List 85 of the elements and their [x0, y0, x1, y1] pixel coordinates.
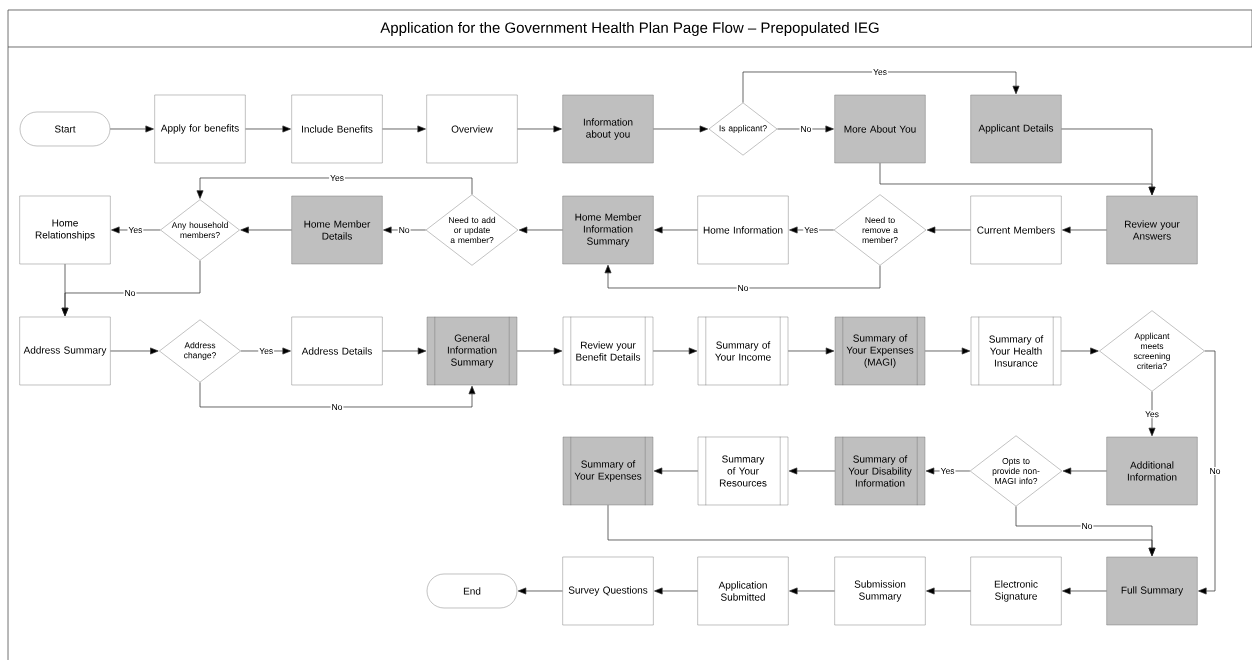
arrow: [109, 125, 154, 133]
arrow: [787, 347, 835, 355]
process-box: Application Submitted: [697, 556, 789, 626]
process-box: Address Details: [291, 316, 383, 386]
arrow: [1062, 587, 1107, 595]
arrow: [653, 467, 699, 475]
arrow: [240, 226, 292, 234]
process-box: Review your Answers: [1106, 195, 1198, 265]
arrow: [1062, 467, 1107, 475]
arrow: [245, 125, 291, 133]
edge-label: No: [799, 125, 813, 133]
edge-label: No: [1208, 467, 1222, 475]
arrow: [110, 347, 159, 355]
edge-label: Yes: [803, 226, 820, 234]
process-box: Information about you: [562, 94, 654, 164]
arrow: [604, 264, 881, 289]
arrow: [926, 587, 971, 595]
arrow: [1198, 350, 1216, 595]
subprocess-box: Summary of Your Expenses: [562, 436, 654, 506]
process-box: Home Information: [697, 195, 789, 265]
arrow: [383, 226, 427, 234]
process-box: Survey Questions: [562, 556, 654, 626]
edge-label: Yes: [1144, 410, 1160, 419]
edge-label: No: [736, 284, 750, 292]
arrow: [742, 71, 1020, 103]
arrow: [516, 347, 563, 355]
arrow: [652, 347, 698, 355]
process-box: Home Relationships: [19, 195, 111, 265]
arrow: [111, 226, 161, 234]
arrow: [654, 587, 698, 595]
process-box: Applicant Details: [970, 94, 1062, 164]
arrow: [1148, 391, 1156, 437]
arrow: [789, 226, 835, 234]
arrow: [654, 226, 698, 234]
arrow: [925, 467, 971, 475]
edge-label: Yes: [939, 467, 956, 475]
subprocess-box: Review your Benefit Details: [562, 316, 654, 386]
arrow: [1060, 347, 1099, 355]
arrow: [517, 125, 562, 133]
arrow: [1062, 226, 1107, 234]
arrow: [518, 226, 563, 234]
subprocess-box: Summary of Your Resources: [697, 436, 789, 506]
subprocess-box: Summary of Your Income: [697, 316, 789, 386]
arrow: [240, 347, 291, 355]
terminator: End: [426, 573, 518, 609]
edge-label: Yes: [127, 226, 144, 234]
edge-label: No: [397, 226, 411, 234]
edge-label: No: [1080, 522, 1094, 530]
process-box: Home Member Details: [291, 195, 383, 265]
subprocess-box: Summary of Your Expenses (MAGI): [834, 316, 926, 386]
arrow: [924, 347, 971, 355]
arrow: [607, 504, 1156, 557]
process-box: Submission Summary: [834, 556, 926, 626]
process-box: Additional Information: [1106, 436, 1198, 506]
edge-label: No: [123, 289, 137, 297]
arrow: [517, 587, 563, 595]
arrow: [196, 177, 473, 199]
arrow: [61, 263, 69, 317]
edge-label: Yes: [329, 174, 345, 182]
title-bar: Application for the Government Health Plan Page Flow – Prepopulated IEG: [7, 9, 1252, 48]
edge-label: Yes: [258, 347, 275, 355]
terminator: Start: [19, 111, 111, 147]
process-box: Overview: [426, 94, 518, 164]
subprocess-box: General Information Summary: [426, 316, 518, 386]
arrow: [788, 467, 836, 475]
process-box: Include Benefits: [291, 94, 383, 164]
arrow: [926, 226, 971, 234]
arrow: [382, 125, 426, 133]
process-box: Home Member Information Summary: [562, 195, 654, 265]
process-box: Address Summary: [19, 316, 111, 386]
arrow: [777, 125, 834, 133]
subprocess-box: Summary of Your Health Insurance: [970, 316, 1062, 386]
process-box: Current Members: [970, 195, 1062, 265]
edge-label: Yes: [872, 68, 888, 76]
edge-label: No: [330, 403, 344, 411]
process-box: Apply for benefits: [154, 94, 246, 164]
arrow: [1061, 128, 1156, 196]
arrow: [789, 587, 835, 595]
arrow: [653, 125, 709, 133]
subprocess-box: Summary of Your Disability Information: [834, 436, 926, 506]
arrow: [199, 382, 476, 408]
process-box: Full Summary: [1106, 556, 1198, 626]
process-box: More About You: [834, 94, 926, 164]
process-box: Electronic Signature: [970, 556, 1062, 626]
arrow: [382, 347, 427, 355]
